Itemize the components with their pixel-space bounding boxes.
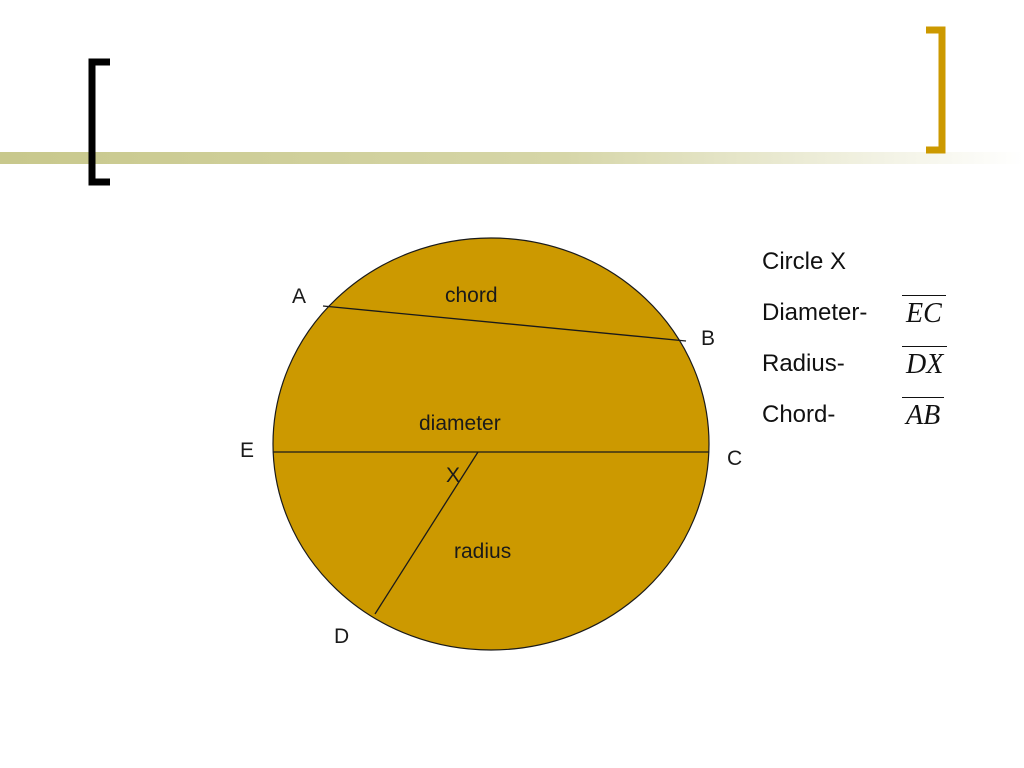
point-label-b: B (701, 327, 715, 350)
point-label-x: X (446, 464, 460, 487)
legend-label-radius: Radius- (762, 350, 845, 377)
diameter-label: diameter (419, 412, 501, 435)
segment-ec: EC (902, 295, 946, 332)
legend-title: Circle X (762, 248, 847, 275)
segment-dx: DX (902, 346, 948, 383)
point-label-e: E (240, 439, 254, 462)
header-band (0, 152, 1024, 164)
legend-label-chord: Chord- (762, 401, 836, 428)
definitions-legend: Circle X Diameter- EC Radius- DX Chord- … (762, 244, 1002, 448)
right-bracket-icon (926, 26, 946, 154)
point-label-a: A (292, 285, 306, 308)
legend-row-diameter: Diameter- EC (762, 295, 1002, 346)
point-label-d: D (334, 625, 349, 648)
circle-x (272, 237, 710, 651)
legend-row-radius: Radius- DX (762, 346, 1002, 397)
legend-title-row: Circle X (762, 244, 1002, 295)
segment-ab: AB (902, 397, 945, 434)
point-label-c: C (727, 447, 742, 470)
legend-row-chord: Chord- AB (762, 397, 1002, 448)
chord-line-ab (322, 305, 687, 342)
radius-label: radius (454, 540, 511, 563)
chord-label: chord (445, 284, 498, 307)
legend-label-diameter: Diameter- (762, 299, 868, 326)
radius-line-dx (374, 451, 479, 615)
left-bracket-icon (88, 58, 110, 186)
